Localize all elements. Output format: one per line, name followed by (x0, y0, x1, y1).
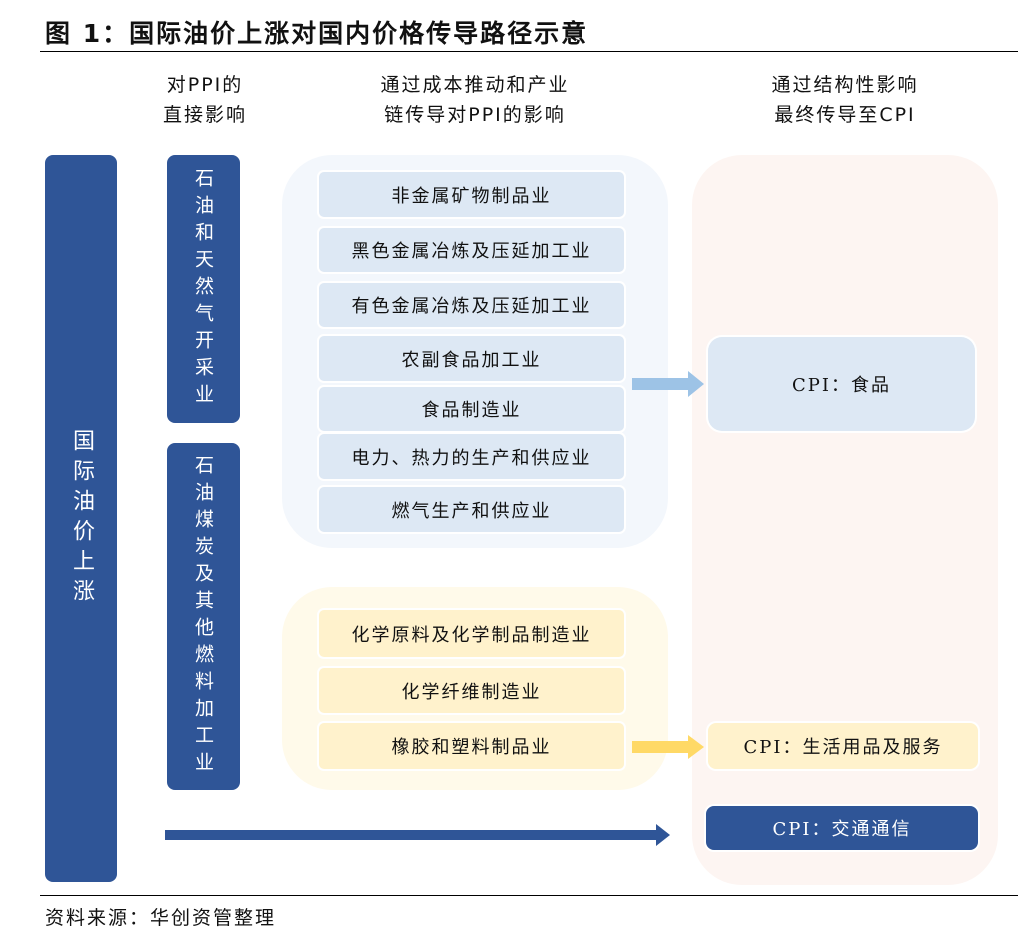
top-divider (40, 51, 1018, 52)
industry-item: 电力、热力的生产和供应业 (319, 434, 624, 479)
source-note: 资料来源：华创资管整理 (45, 907, 277, 929)
cpi-household: CPI：生活用品及服务 (708, 723, 978, 769)
direct-node-fuel-processing: 石油煤炭及其他燃料加工业 (167, 443, 240, 790)
figure-title: 图 1：国际油价上涨对国内价格传导路径示意 (45, 19, 589, 48)
industry-item: 非金属矿物制品业 (319, 172, 624, 217)
direct-node-oil-gas: 石油和天然气开采业 (167, 155, 240, 423)
industry-item: 燃气生产和供应业 (319, 487, 624, 532)
arrow-darkblue-icon (165, 824, 670, 846)
cpi-transport: CPI：交通通信 (706, 806, 978, 850)
header-line: 通过结构性影响 (771, 74, 919, 96)
bottom-divider (40, 895, 1018, 896)
oil-price-rise-node: 国际油价上涨 (45, 155, 117, 882)
industry-item: 黑色金属冶炼及压延加工业 (319, 228, 624, 272)
header-line: 对PPI的 (166, 74, 244, 96)
arrow-blue-icon (632, 371, 704, 397)
header-line: 最终传导至CPI (774, 104, 916, 126)
industry-item: 化学原料及化学制品制造业 (319, 610, 624, 657)
header-line: 链传导对PPI的影响 (384, 104, 566, 126)
industry-item: 有色金属冶炼及压延加工业 (319, 283, 624, 327)
industry-item: 农副食品加工业 (319, 336, 624, 381)
industry-item: 橡胶和塑料制品业 (319, 723, 624, 769)
header-direct: 对PPI的 直接影响 (120, 70, 290, 130)
industry-item: 食品制造业 (319, 387, 624, 431)
header-line: 直接影响 (162, 104, 247, 126)
header-cpi: 通过结构性影响 最终传导至CPI (700, 70, 990, 130)
header-line: 通过成本推动和产业 (380, 74, 570, 96)
industry-item: 化学纤维制造业 (319, 668, 624, 713)
arrow-yellow-icon (632, 735, 704, 759)
header-chain: 通过成本推动和产业 链传导对PPI的影响 (320, 70, 630, 130)
cpi-food: CPI：食品 (708, 337, 975, 431)
